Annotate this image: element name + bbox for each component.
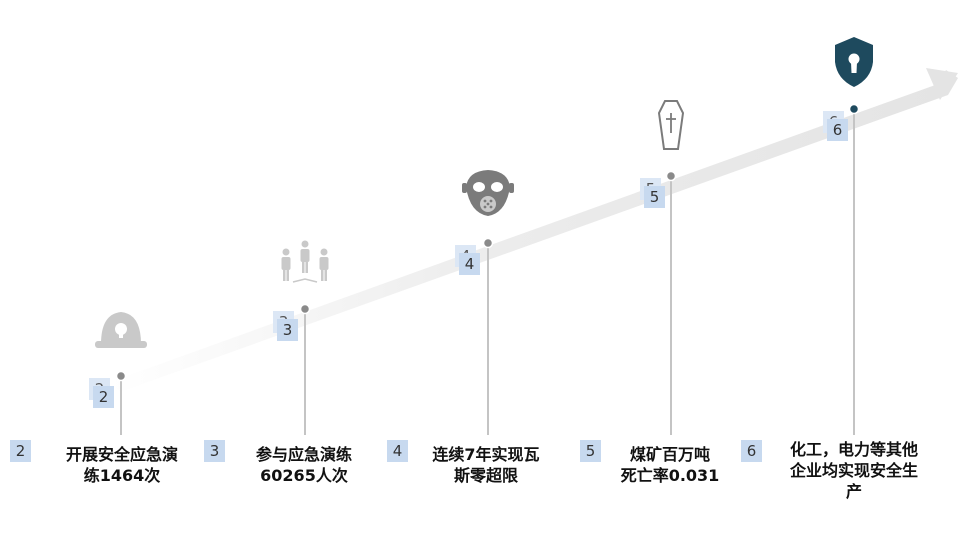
milestone-step-badge: 3	[277, 319, 298, 341]
caption-step-badge: 2	[10, 440, 31, 462]
milestone-caption-line: 开展安全应急演	[65, 445, 178, 464]
milestone-caption-line: 化工，电力等其他	[789, 440, 918, 459]
milestone-step-badge: 2	[93, 386, 114, 408]
milestone-caption-line: 产	[845, 482, 862, 501]
growth-arrow	[110, 70, 958, 392]
helmet-icon	[95, 312, 147, 348]
milestone-caption-line: 煤矿百万吨	[629, 445, 710, 464]
milestone-caption-line: 连续7年实现瓦	[432, 445, 540, 464]
milestone-caption: 化工，电力等其他企业均实现安全生产	[779, 439, 929, 502]
milestone-dot	[482, 237, 494, 249]
milestone-dot	[115, 370, 127, 382]
coffin-icon	[657, 100, 685, 150]
milestone-caption: 开展安全应急演练1464次	[47, 444, 197, 486]
milestone-step-badge: 5	[644, 186, 665, 208]
milestone-caption-line: 60265人次	[260, 466, 348, 485]
milestone-dot	[299, 303, 311, 315]
growth-arrow-head	[926, 68, 958, 100]
milestone-caption-line: 参与应急演练	[255, 445, 352, 464]
shield-lock-icon	[835, 37, 873, 87]
gas-mask-icon	[462, 170, 514, 216]
caption-step-badge: 5	[580, 440, 601, 462]
milestone-dot	[848, 103, 860, 115]
milestone-caption-line: 死亡率0.031	[620, 466, 720, 485]
caption-step-badge: 3	[204, 440, 225, 462]
milestone-caption: 煤矿百万吨死亡率0.031	[595, 444, 745, 486]
milestone-step-badge: 6	[827, 119, 848, 141]
milestone-caption: 连续7年实现瓦斯零超限	[411, 444, 561, 486]
people-icon	[281, 240, 329, 283]
milestone-caption-line: 练1464次	[83, 466, 161, 485]
milestone-caption-line: 斯零超限	[453, 466, 518, 485]
milestone-dot	[665, 170, 677, 182]
milestone-caption-line: 企业均实现安全生	[789, 461, 918, 480]
caption-step-badge: 6	[741, 440, 762, 462]
milestone-step-badge: 4	[459, 253, 480, 275]
milestone-caption: 参与应急演练 60265人次	[229, 444, 379, 486]
caption-step-badge: 4	[387, 440, 408, 462]
